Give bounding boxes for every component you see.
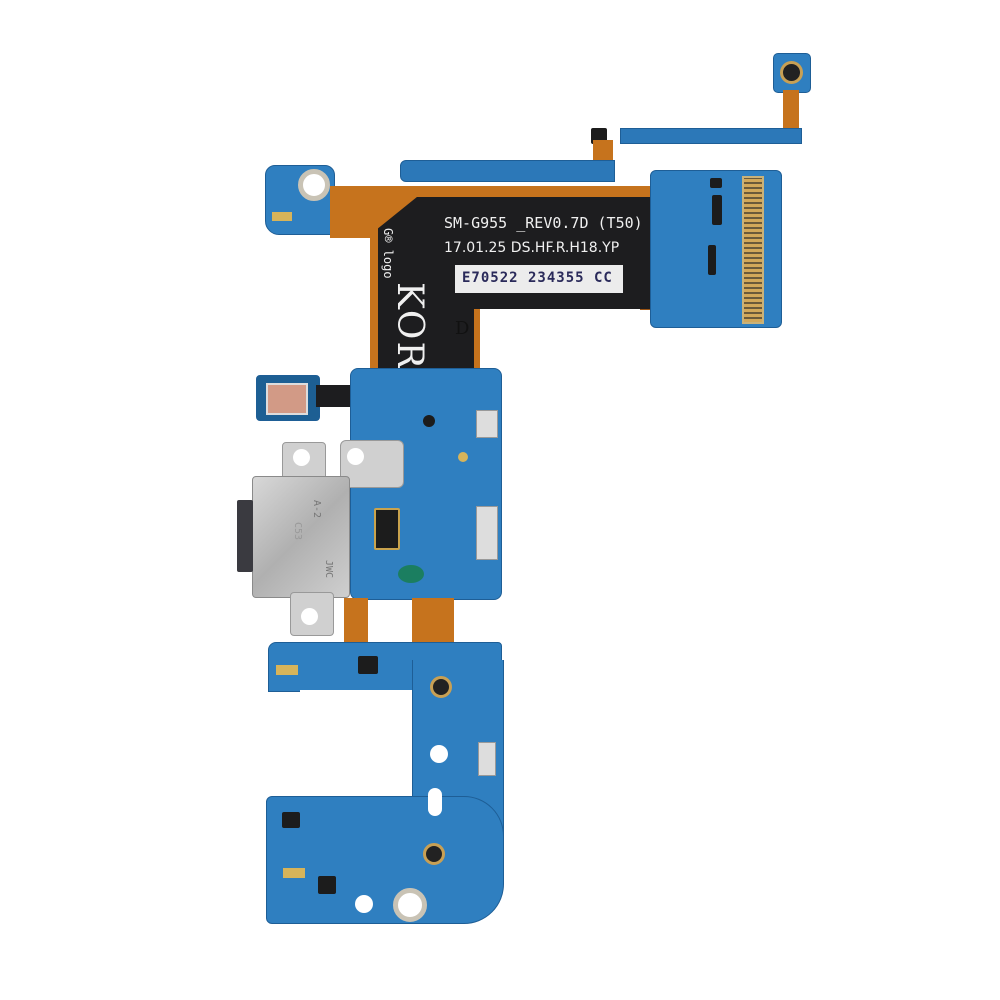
label-date-line: 17.01.25 DS.HF.R.H18.YP [444,240,620,256]
side-button-contact-2 [476,506,498,560]
right-board-chip-2 [712,195,722,225]
lower-contact-pad-1 [276,665,298,675]
usb-marking-top: A-2 [311,500,322,519]
right-board-chip-3 [708,245,716,275]
usb-marking-mid: C53 [292,522,303,541]
usb-bracket-top-hole [293,449,310,466]
antenna-connector-lower [423,843,445,865]
lower-antenna-board-bottom [266,796,504,924]
long-blue-flex [400,160,615,182]
side-button-contact-1 [476,410,498,438]
label-model-line: SM-G955 _REV0.7D (T50) [444,214,643,232]
label-barcode-sticker [455,265,623,293]
top-antenna-connector [780,61,803,84]
label-mark: D [455,318,470,339]
ic-chip-main [374,508,400,550]
lower-ic-2 [282,812,300,828]
lower-contact-clip [478,742,496,776]
lower-ic-3 [318,876,336,894]
top-antenna-flex-stub [783,90,799,140]
top-left-contact-pad [272,212,292,221]
lower-board-slot [428,788,442,816]
right-board-chip-1 [710,178,722,188]
connecting-flex-right [412,598,454,644]
board-to-board-connector [742,176,764,324]
lower-screw-hole [393,888,427,922]
lower-board-cutout [300,690,412,796]
gold-via [458,452,468,462]
lower-board-hole-1 [430,745,448,763]
top-left-screw-hole [298,169,330,201]
microphone-component [266,383,308,415]
usb-bracket-right-hole [347,448,364,465]
board-hole-dark [423,415,435,427]
top-antenna-tab [773,53,811,93]
lower-contact-pad-2 [283,868,305,878]
usb-c-port [252,476,350,598]
lower-ic-1 [358,656,378,674]
usb-bracket-bottom-hole [301,608,318,625]
antenna-connector-upper [430,676,452,698]
usb-c-opening [237,500,253,572]
brand-text: KOR [389,282,430,371]
upper-thin-flex [620,128,802,144]
black-label-lower [378,300,474,368]
brand-logo: G® logo [381,228,395,279]
lower-board-hole-2 [355,895,373,913]
usb-marking-bottom: JWC [323,560,334,579]
connecting-flex-left [344,598,368,644]
flex-bend [593,140,613,166]
label-barcode-text: E70522 234355 CC [462,270,613,286]
green-test-pad [398,565,424,583]
